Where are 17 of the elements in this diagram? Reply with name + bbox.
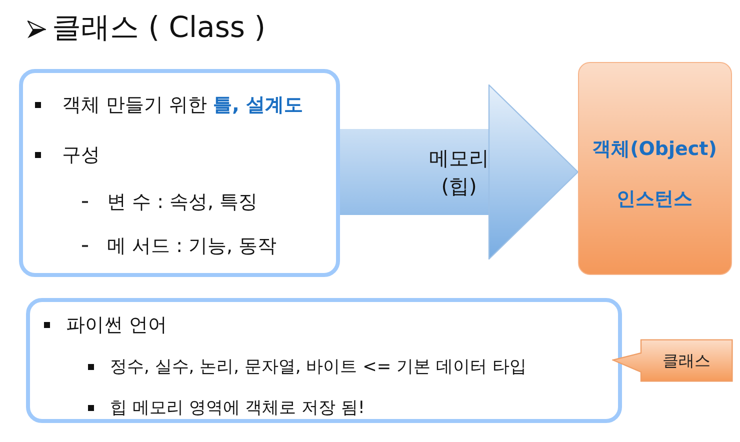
callout-shape xyxy=(612,339,733,382)
rounded-box xyxy=(26,298,622,423)
box-text: 객체(Object) xyxy=(592,138,717,161)
list-text: 힙 메모리 영역에 객체로 저장 됨! xyxy=(110,398,365,418)
list-text: 파이썬 언어 xyxy=(66,314,168,336)
title: 클래스 ( Class ) xyxy=(52,10,266,45)
box-text: 인스턴스 xyxy=(616,188,692,211)
rounded-box xyxy=(19,69,340,277)
list-text: 구성 xyxy=(62,144,100,166)
block-arrow xyxy=(340,84,579,260)
edge-label: 메모리 (힙) xyxy=(429,145,489,200)
list-text: 변 수 : 속성, 특징 xyxy=(107,190,258,214)
list-text: 정수, 실수, 논리, 문자열, 바이트 <= 기본 데이터 타입 xyxy=(110,356,526,378)
rounded-box xyxy=(578,62,732,275)
callout-text: 클래스 xyxy=(662,350,710,370)
list-text: 메 서드 : 기능, 동작 xyxy=(107,234,277,258)
list-text: 객체 만들기 위한 틀, 설계도 xyxy=(62,94,303,116)
